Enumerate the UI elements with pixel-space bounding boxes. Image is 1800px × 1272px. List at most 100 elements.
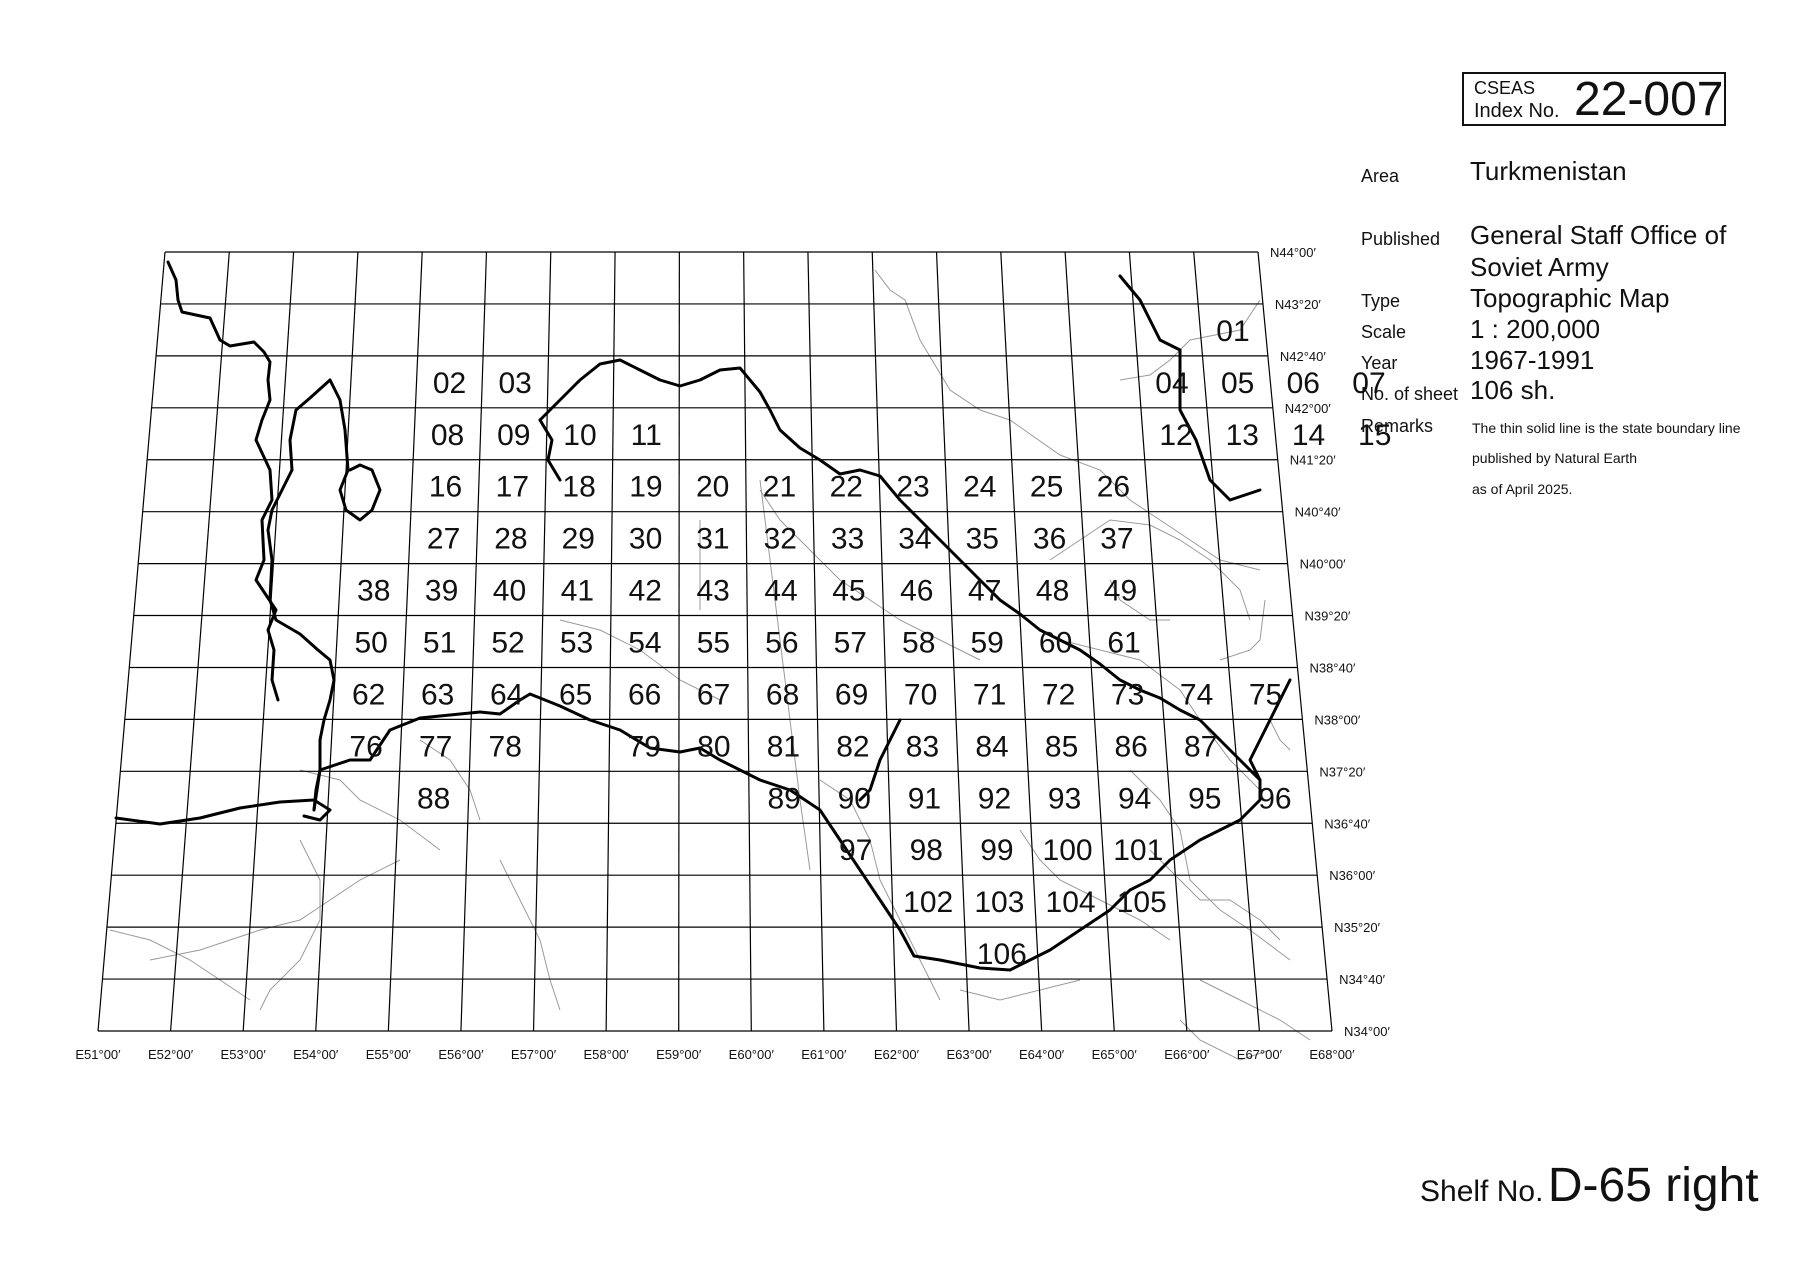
sheet-number: 82 (836, 730, 869, 763)
sheet-number: 27 (427, 523, 460, 556)
grid-meridian (605, 251, 616, 1032)
sheet-number: 67 (697, 678, 730, 711)
sheet-number: 29 (562, 523, 595, 556)
latitude-label: N44°00′ (1270, 245, 1317, 260)
grid-meridian (1064, 251, 1115, 1032)
grid-meridian (1000, 251, 1043, 1032)
grid-meridian (1128, 251, 1188, 1032)
sheet-number: 02 (433, 367, 466, 400)
sheet-number: 78 (489, 730, 522, 763)
year-key: Year (1361, 353, 1398, 373)
sheet-number: 20 (696, 471, 729, 504)
sheet-number: 101 (1113, 834, 1163, 867)
sheet-number: 81 (767, 730, 800, 763)
sheet-number: 97 (839, 834, 872, 867)
sheet-number: 60 (1039, 627, 1072, 660)
latitude-label: N35°20′ (1334, 920, 1381, 935)
sheet-number: 75 (1249, 678, 1282, 711)
sheet-number: 50 (354, 627, 387, 660)
remarks-key: Remarks (1361, 416, 1434, 436)
year-value: 1967-1991 (1470, 345, 1595, 375)
longitude-label: E53°00′ (221, 1047, 267, 1062)
sheet-number: 21 (763, 471, 796, 504)
sheet-number: 37 (1100, 523, 1133, 556)
sheet-number: 25 (1030, 471, 1063, 504)
sheet-number: 58 (902, 627, 935, 660)
index-number: 22-007 (1574, 73, 1724, 126)
sheet-number: 74 (1180, 678, 1213, 711)
sheet-number: 09 (497, 419, 530, 452)
sheet-number: 42 (629, 575, 662, 608)
grid-meridian (678, 251, 680, 1032)
sheet-number: 46 (900, 575, 933, 608)
shelf-label: Shelf No. (1420, 1175, 1544, 1208)
sheet-number: 30 (629, 523, 662, 556)
sheet-number: 66 (628, 678, 661, 711)
grid-meridian (871, 251, 898, 1032)
sheet-number: 71 (973, 678, 1006, 711)
state-boundary-lines (109, 269, 1311, 1061)
sheet-number: 61 (1107, 627, 1140, 660)
sheet-number: 52 (491, 627, 524, 660)
sheet-number: 64 (490, 678, 523, 711)
longitude-label: E64°00′ (1019, 1047, 1065, 1062)
latitude-label: N37°20′ (1319, 764, 1366, 779)
sheet-number: 105 (1117, 886, 1167, 919)
sheet-number: 76 (349, 730, 382, 763)
type-key: Type (1361, 291, 1401, 311)
grid-meridian (532, 251, 552, 1032)
sheet-number: 13 (1226, 419, 1259, 452)
sheet-number: 10 (563, 419, 596, 452)
sheet-number: 03 (499, 367, 532, 400)
grid-meridian (1257, 251, 1333, 1032)
sheet-number: 12 (1159, 419, 1192, 452)
sheet-number: 49 (1104, 575, 1137, 608)
sheet-number: 59 (970, 627, 1003, 660)
longitude-labels: E51°00′E52°00′E53°00′E54°00′E55°00′E56°0… (75, 1047, 1355, 1062)
longitude-label: E52°00′ (148, 1047, 194, 1062)
sheet-number: 104 (1046, 886, 1096, 919)
shelf-value: D-65 right (1547, 1159, 1759, 1212)
grid-meridian (1193, 251, 1261, 1032)
grid-meridian (807, 251, 825, 1032)
grid-meridian (97, 251, 166, 1032)
sheet-number: 26 (1097, 471, 1130, 504)
longitude-label: E62°00′ (874, 1047, 920, 1062)
shelf-number: Shelf No. D-65 right (1420, 1158, 1759, 1213)
sheet-number: 96 (1258, 782, 1291, 815)
sheet-number: 33 (831, 523, 864, 556)
sheet-number: 36 (1033, 523, 1066, 556)
sheet-number: 05 (1221, 367, 1254, 400)
sheet-number: 90 (838, 782, 871, 815)
longitude-label: E58°00′ (584, 1047, 630, 1062)
latitude-label: N39°20′ (1305, 609, 1352, 624)
grid-meridian (935, 251, 970, 1032)
sheet-number: 68 (766, 678, 799, 711)
sheet-number: 69 (835, 678, 868, 711)
sheet-number: 18 (562, 471, 595, 504)
sheet-number: 94 (1118, 782, 1151, 815)
sheet-number: 95 (1188, 782, 1221, 815)
longitude-label: E66°00′ (1164, 1047, 1210, 1062)
published-value-line1: General Staff Office of (1470, 220, 1727, 250)
sheet-number: 99 (980, 834, 1013, 867)
longitude-label: E61°00′ (801, 1047, 847, 1062)
sheet-number: 55 (697, 627, 730, 660)
sheet-number: 07 (1352, 367, 1385, 400)
sheet-number: 62 (352, 678, 385, 711)
sheet-number: 87 (1184, 730, 1217, 763)
sheet-number: 22 (830, 471, 863, 504)
longitude-label: E63°00′ (946, 1047, 992, 1062)
sheet-number: 92 (978, 782, 1011, 815)
sheet-number: 16 (429, 471, 462, 504)
longitude-label: E59°00′ (656, 1047, 702, 1062)
grid-meridian (387, 251, 423, 1032)
sheet-number: 19 (629, 471, 662, 504)
sheet-number: 93 (1048, 782, 1081, 815)
longitude-label: E51°00′ (75, 1047, 121, 1062)
index-number-box: CSEAS Index No. 22-007 (1462, 72, 1726, 126)
grid-meridian (242, 251, 295, 1032)
longitude-label: E60°00′ (729, 1047, 775, 1062)
